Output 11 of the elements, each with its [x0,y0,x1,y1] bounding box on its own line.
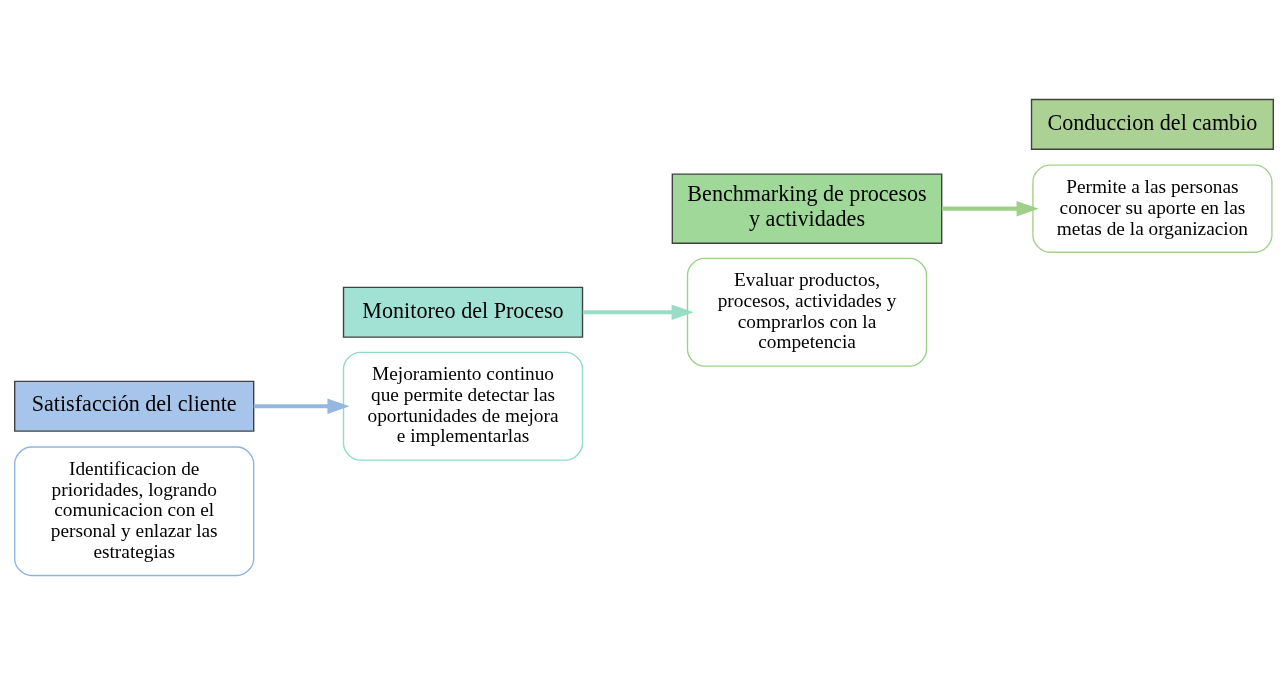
node-box: Benchmarking de procesos y actividades [671,173,943,244]
node-box: Satisfacción del cliente [14,380,255,432]
node-box: Permite a las personas conocer su aporte en las metas de la organizacion [1032,164,1273,253]
node-box: Identificacion de prioridades, logrando comunicacion con el personal y enlazar las estrategias [14,446,255,577]
arrow [941,200,1039,217]
node-box: Monitoreo del Proceso [342,286,584,338]
node-box: Conduccion del cambio [1030,98,1274,150]
arrow [253,398,350,414]
arrow [582,304,694,321]
node-box: Mejoramiento continuo que permite detectar las oportunidades de mejora e implementarlas [342,351,584,461]
node-box: Evaluar productos, procesos, actividades y comprarlos con la competencia [686,257,928,367]
